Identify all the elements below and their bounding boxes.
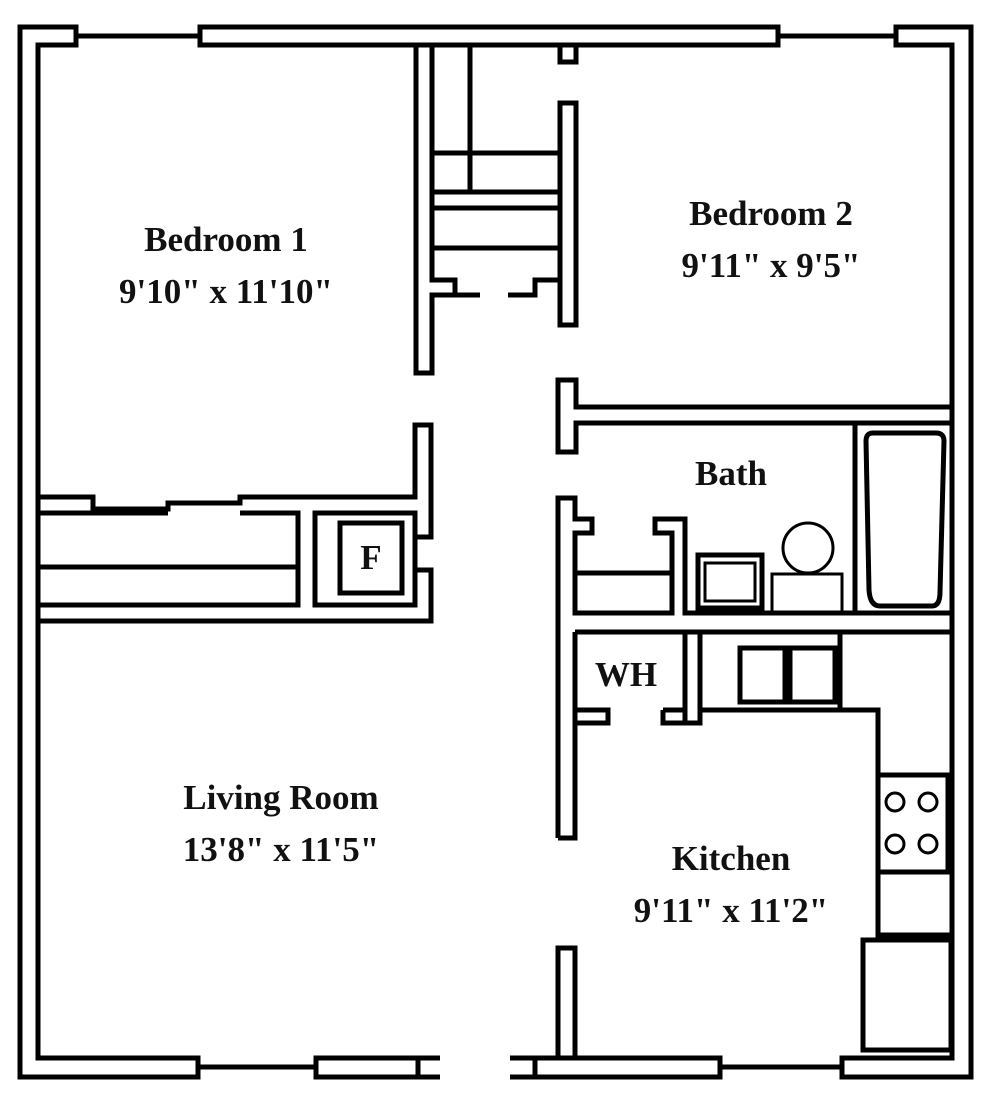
living-room-size: 13'8" x 11'5" — [183, 830, 379, 869]
bottom-window-left — [313, 1055, 440, 1080]
counter — [697, 629, 843, 713]
bedroom1-name: Bedroom 1 — [144, 220, 308, 259]
kitchen-name: Kitchen — [672, 839, 791, 878]
bedroom1-size: 9'10" x 11'10" — [119, 272, 333, 311]
bedroom2-name: Bedroom 2 — [689, 194, 853, 233]
stove — [875, 772, 951, 875]
exterior-walls — [17, 24, 974, 1080]
furnace — [337, 520, 405, 596]
room-labels: Bedroom 1 9'10" x 11'10" Bedroom 2 9'11"… — [119, 194, 860, 930]
bottom-window-right — [510, 1055, 723, 1080]
furnace-closet — [312, 510, 418, 608]
kitchen-walls — [555, 629, 954, 1058]
bathtub — [863, 430, 947, 609]
bedroom2-size: 9'11" x 9'5" — [682, 246, 861, 285]
bedroom-closets — [413, 45, 579, 376]
bath-walls — [555, 377, 952, 838]
refrigerator — [860, 937, 954, 1053]
sink — [695, 552, 765, 611]
living-room-name: Living Room — [183, 778, 378, 817]
bedroom1-closet-wall — [40, 422, 434, 624]
furnace-label: F — [360, 538, 381, 577]
top-window — [197, 24, 781, 48]
kitchen-size: 9'11" x 11'2" — [634, 891, 828, 930]
water-heater-label: WH — [595, 655, 657, 694]
bath-name: Bath — [695, 454, 767, 493]
toilet-bowl — [781, 521, 835, 575]
toilet-tank — [770, 572, 844, 614]
